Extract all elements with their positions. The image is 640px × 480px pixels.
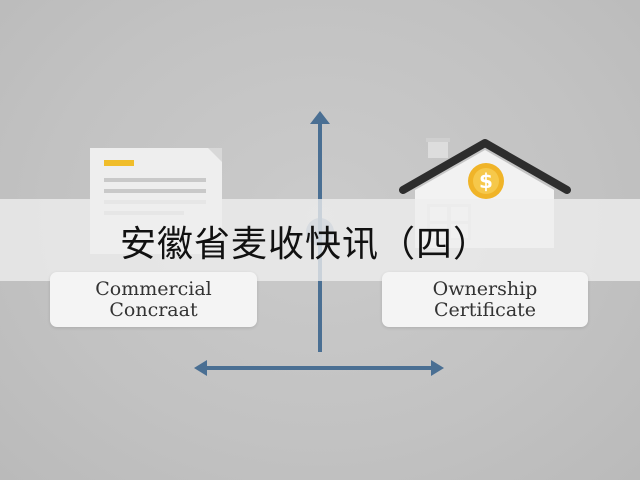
horizontal-arrow-icon	[194, 360, 444, 376]
coin-symbol: $	[479, 169, 493, 193]
card-label-line1: Ownership	[432, 277, 538, 300]
title-banner	[0, 199, 640, 281]
banner-title: 安徽省麦收快讯（四）	[120, 224, 491, 265]
dollar-coin-icon	[468, 163, 504, 199]
ownership-certificate-card: Ownership Certificate	[382, 272, 588, 327]
card-label-line2: Certificate	[433, 298, 537, 321]
card-label-line1: Commercial	[95, 277, 212, 300]
card-label-line2: Concraat	[109, 298, 198, 321]
commercial-contract-card: Commercial Concraat	[50, 272, 257, 327]
